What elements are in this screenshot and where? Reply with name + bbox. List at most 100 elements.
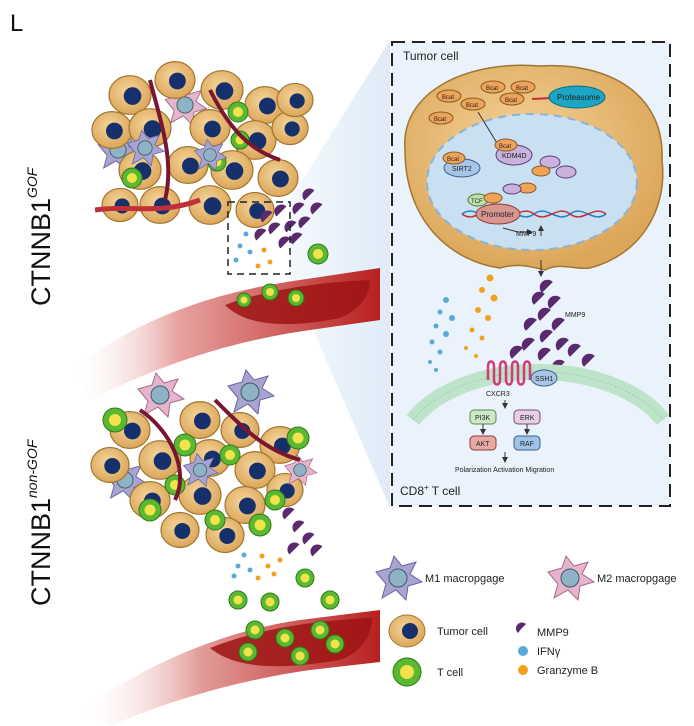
tumor-nucleus bbox=[174, 522, 191, 539]
mmp9-particle bbox=[547, 295, 561, 309]
mmp9-gene-label: MMP9 bbox=[516, 231, 536, 238]
ifng-particle bbox=[243, 231, 249, 237]
tumor-nucleus bbox=[289, 93, 305, 109]
gof-zoom-box bbox=[227, 201, 291, 275]
ifng-particle bbox=[235, 563, 241, 569]
cxcr3-receptor bbox=[486, 360, 532, 386]
promoter-label: Promoter bbox=[481, 210, 514, 219]
t-cell-core bbox=[280, 633, 290, 643]
ifng-particle bbox=[443, 331, 449, 337]
mmp9-particle bbox=[274, 204, 287, 217]
t-cell-core bbox=[233, 595, 243, 605]
legend-granzyme-label: Granzyme B bbox=[537, 665, 598, 677]
macrophage bbox=[283, 453, 318, 487]
nongof-red-streak-2 bbox=[213, 398, 301, 462]
akt-box bbox=[469, 435, 497, 451]
t-cell-core bbox=[179, 439, 191, 451]
ssh1-label: SSH1 bbox=[535, 376, 553, 383]
mmp9-particle bbox=[282, 507, 295, 520]
ifng-particle bbox=[429, 339, 435, 345]
tumor-nucleus bbox=[272, 170, 289, 188]
macrophage bbox=[193, 138, 228, 172]
macrophage-nucleus bbox=[137, 140, 153, 156]
macrophage-nucleus bbox=[203, 148, 217, 162]
t-cell-core bbox=[313, 249, 323, 259]
tcf-label: TCF bbox=[471, 199, 483, 205]
kdm4d-free bbox=[555, 165, 577, 179]
nongof-scene bbox=[80, 368, 380, 726]
legend-m1-label: M1 macropgage bbox=[425, 573, 505, 585]
tumor-nucleus bbox=[284, 121, 300, 137]
mmp9-particle bbox=[287, 542, 300, 555]
mmp9-particle bbox=[567, 343, 581, 357]
bcat-oval bbox=[460, 97, 486, 111]
mmp9-secreted-label: MMP9 bbox=[565, 312, 585, 319]
t-cell-core bbox=[109, 414, 121, 426]
mmp9-particle bbox=[260, 210, 273, 223]
t-cell-core bbox=[127, 173, 137, 183]
granzyme-particle bbox=[277, 557, 283, 563]
ifng-particle bbox=[237, 243, 243, 249]
bcat-label: Bcat bbox=[516, 86, 528, 92]
granzyme-particle bbox=[261, 247, 267, 253]
promoter-shape bbox=[475, 203, 521, 225]
t-cell-core bbox=[295, 651, 305, 661]
tumor-nucleus bbox=[249, 462, 266, 480]
granzyme-particle bbox=[474, 354, 478, 358]
t-cell-core bbox=[266, 288, 274, 296]
t-cell-core bbox=[210, 515, 220, 525]
legend-mmp9-label: MMP9 bbox=[537, 627, 569, 639]
t-cell-core bbox=[292, 432, 304, 444]
ifng-particle bbox=[433, 323, 439, 329]
bcat-oval bbox=[499, 92, 525, 106]
bcat-nuclear bbox=[442, 151, 466, 165]
cxcr3-label: CXCR3 bbox=[486, 391, 510, 398]
kdm4d-free bbox=[502, 183, 522, 195]
legend: M1 macropgage M2 macropgage Tumor cell T… bbox=[375, 554, 677, 687]
ifng-particle bbox=[241, 552, 247, 558]
t-cell-core bbox=[330, 639, 340, 649]
kdm4d-label: KDM4D bbox=[502, 153, 527, 160]
t-cell-core bbox=[243, 647, 253, 657]
bcat-oval bbox=[510, 80, 536, 94]
granzyme-particle bbox=[469, 327, 475, 333]
inset-tcell-label: CD8+ T cell bbox=[400, 483, 460, 498]
tumor-nucleus bbox=[239, 497, 256, 515]
mmp9-particle bbox=[539, 329, 553, 343]
granzyme-particle bbox=[479, 335, 485, 341]
t-cell-core bbox=[225, 450, 235, 460]
ifng-particle bbox=[437, 309, 443, 315]
mmp9-particle bbox=[298, 216, 311, 229]
outcomes-label: Polarization Activation Migration bbox=[455, 467, 554, 474]
tumor-nucleus bbox=[203, 197, 222, 215]
legend-tumor-icon bbox=[388, 614, 426, 648]
mmp9-particle bbox=[302, 188, 315, 201]
proteasome-label: Proteasome bbox=[557, 93, 601, 102]
mmp9-particle bbox=[551, 317, 565, 331]
ifng-particle bbox=[434, 368, 438, 372]
mmp9-particle bbox=[539, 279, 553, 293]
legend-tumor-label: Tumor cell bbox=[437, 626, 488, 638]
t-cell-core bbox=[240, 296, 248, 304]
ifng-particle bbox=[247, 567, 253, 573]
macrophage-nucleus bbox=[293, 463, 307, 477]
tumor-nucleus bbox=[143, 120, 162, 138]
mmp9-particle bbox=[521, 337, 535, 351]
bcat-label: Bcat bbox=[442, 95, 454, 101]
ifng-particle bbox=[449, 315, 455, 321]
tumor-nucleus bbox=[123, 422, 141, 440]
mmp9-particle bbox=[292, 202, 305, 215]
legend-m2-icon bbox=[547, 554, 596, 602]
tumor-nucleus bbox=[169, 72, 186, 90]
bcat-kdm-label: Bcat bbox=[499, 144, 511, 150]
granzyme-particle bbox=[271, 571, 277, 577]
nongof-red-streak bbox=[138, 408, 182, 501]
legend-granzyme-icon bbox=[518, 665, 528, 675]
legend-m1-icon bbox=[375, 554, 424, 602]
legend-ifng-label: IFNγ bbox=[537, 646, 561, 658]
macrophage-nucleus bbox=[176, 96, 194, 114]
mmp9-particle bbox=[310, 544, 323, 557]
granzyme-particle bbox=[475, 307, 481, 313]
bcat-oval bbox=[480, 80, 506, 94]
